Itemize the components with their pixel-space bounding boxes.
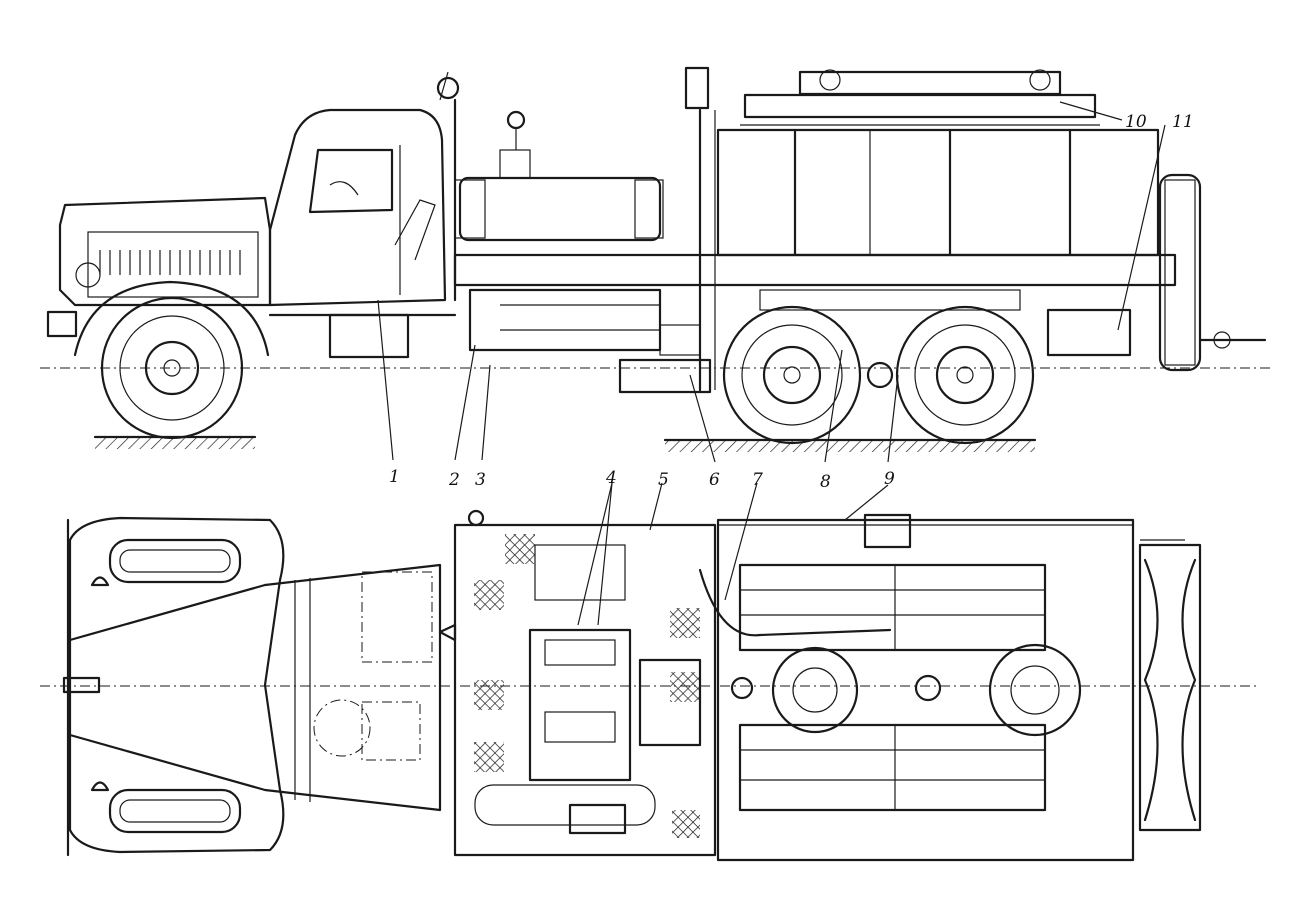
callout-6: 6 [709, 470, 720, 490]
top-cab-hood [62, 516, 442, 857]
cab [268, 71, 460, 359]
top-cistern [698, 513, 1135, 862]
callout-2: 2 [448, 470, 460, 490]
cistern-tank [716, 69, 1160, 257]
rear-box [759, 289, 1132, 357]
callout-3: 3 [475, 470, 486, 490]
top-rear-reel [1138, 539, 1202, 832]
top-pump-compartment [438, 509, 717, 857]
ground-rear [663, 438, 1037, 452]
callout-7: 7 [752, 470, 763, 490]
callout-8: 8 [820, 472, 831, 492]
leader-lines [377, 101, 1166, 626]
pump-unit [454, 110, 664, 242]
side-view [40, 66, 1270, 452]
rear-wheel-2 [895, 305, 1035, 445]
callout-5: 5 [658, 470, 669, 490]
callout-10: 10 [1125, 112, 1147, 132]
rear-wheel-1 [722, 305, 862, 445]
top-view [40, 509, 1260, 862]
engine-hood [46, 196, 272, 338]
front-fender [73, 280, 270, 357]
rear-reel [1158, 173, 1267, 372]
callout-4: 4 [605, 468, 617, 488]
callout-labels: 1 2 3 4 5 6 7 8 9 10 11 [389, 112, 1194, 492]
callout-9: 9 [884, 469, 895, 489]
callout-11: 11 [1172, 112, 1194, 132]
callout-1: 1 [389, 467, 400, 487]
front-wheel [100, 296, 244, 440]
